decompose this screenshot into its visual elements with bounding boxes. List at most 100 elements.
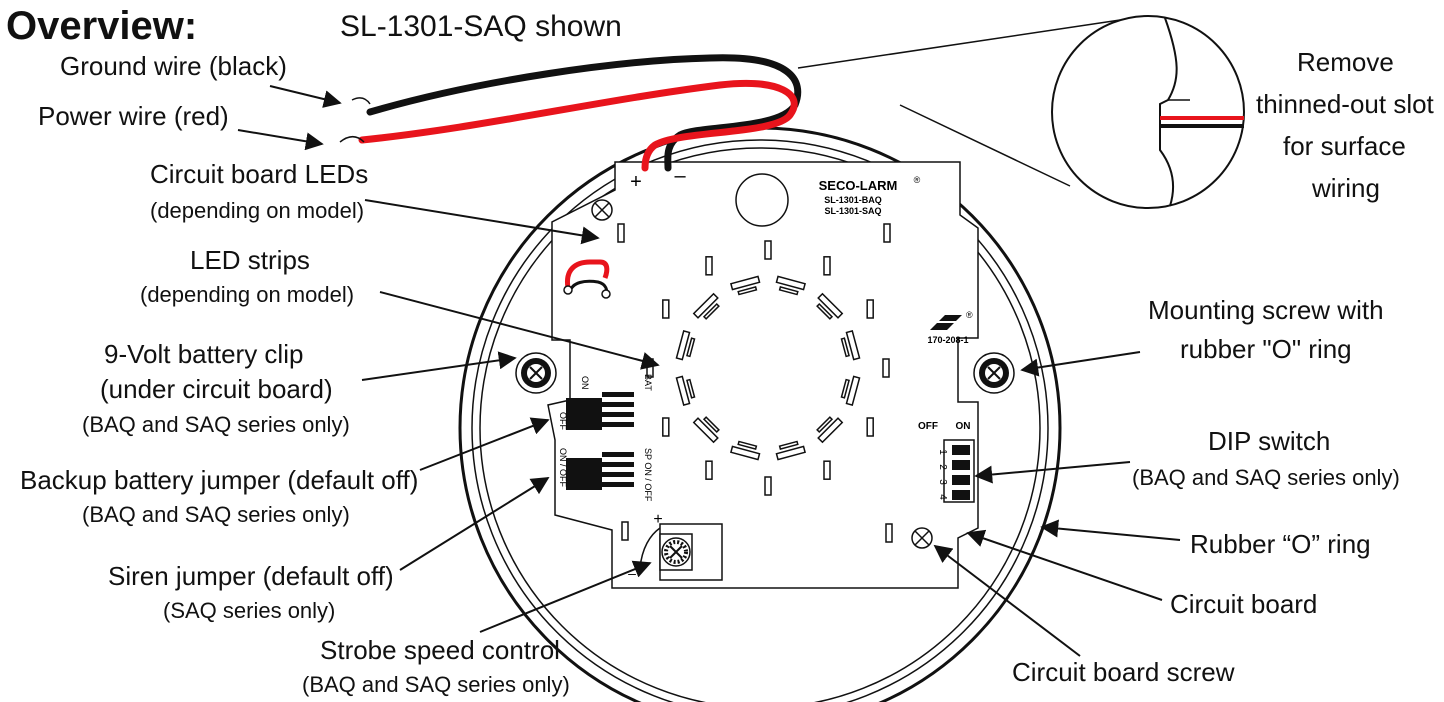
board-on-off-label: ON / OFF — [558, 448, 568, 487]
circuit-led — [621, 521, 629, 541]
label-dip-switch: DIP switch — [1208, 426, 1331, 456]
label-remove-slot-1: Remove — [1297, 47, 1394, 77]
led-strip — [675, 375, 691, 406]
label-battery-clip-sub: (under circuit board) — [100, 374, 333, 404]
label-strobe-control: Strobe speed control — [320, 635, 560, 665]
led-strip — [737, 440, 758, 450]
siren-jumper-shape — [566, 452, 634, 490]
label-remove-slot-4: wiring — [1312, 173, 1380, 203]
led-strip — [816, 416, 834, 434]
label-circuit-board-screw: Circuit board screw — [1012, 657, 1235, 687]
led-strip — [866, 299, 874, 319]
circuit-led — [885, 523, 893, 543]
label-mounting-screw-sub: rubber "O" ring — [1180, 334, 1352, 364]
arrow-battery-clip — [361, 351, 517, 381]
led-strip — [775, 445, 806, 461]
led-strip — [778, 286, 799, 296]
circuit-led — [883, 223, 891, 243]
red-wire — [358, 79, 798, 172]
backup-battery-jumper-shape — [566, 392, 634, 430]
led-lens-hole — [735, 173, 789, 227]
label-ground-wire: Ground wire (black) — [60, 51, 287, 81]
board-model-b: SL-1301-SAQ — [824, 206, 881, 216]
led-strip — [775, 275, 806, 291]
arrow-ground-wire — [269, 85, 342, 108]
label-strobe-control-note: (BAQ and SAQ series only) — [302, 672, 570, 697]
strobe-plus: + — [653, 511, 662, 528]
led-strip — [764, 476, 772, 496]
label-dip-switch-note: (BAQ and SAQ series only) — [1132, 465, 1400, 490]
svg-text:®: ® — [966, 310, 973, 320]
black-wire — [366, 54, 802, 172]
board-model-a: SL-1301-BAQ — [824, 195, 882, 205]
circuit-board-screw-shape — [911, 527, 933, 549]
led-strip — [845, 375, 861, 406]
arrow-strobe-control — [479, 560, 652, 633]
led-strip-ring — [646, 240, 890, 496]
dip-switch-shape — [943, 439, 975, 503]
label-remove-slot-2: thinned-out slot — [1256, 89, 1434, 119]
led-strip — [866, 417, 874, 437]
arrow-dip-switch — [974, 461, 1131, 484]
dip-on-label: ON — [956, 421, 971, 432]
page-title: Overview: — [6, 4, 198, 48]
arrow-rubber-ring — [1040, 519, 1181, 541]
led-strip — [730, 445, 761, 461]
label-backup-jumper: Backup battery jumper (default off) — [20, 465, 419, 495]
battery-clip — [563, 259, 611, 299]
led-strip — [692, 417, 719, 444]
dip-off-label: OFF — [918, 421, 938, 432]
arrow-siren-jumper — [399, 477, 550, 571]
label-mounting-screw: Mounting screw with — [1148, 295, 1384, 325]
led-strip — [686, 378, 696, 399]
led-strip — [737, 286, 758, 296]
label-siren-jumper-note: (SAQ series only) — [163, 598, 336, 623]
arrow-circuit-leds — [364, 199, 600, 245]
board-brand: SECO-LARM — [819, 178, 898, 193]
led-strip — [662, 299, 670, 319]
arrow-led-strips — [379, 291, 660, 370]
led-strip — [692, 292, 719, 319]
label-remove-slot-3: for surface — [1283, 131, 1406, 161]
led-strip — [675, 330, 691, 361]
arrow-power-wire — [237, 129, 324, 151]
led-strip — [702, 416, 720, 434]
board-registered: ® — [914, 175, 921, 185]
label-led-strips: LED strips — [190, 245, 310, 275]
label-circuit-leds: Circuit board LEDs — [150, 159, 369, 189]
board-part-number: 170-208-1 — [927, 335, 968, 345]
label-battery-clip-note: (BAQ and SAQ series only) — [82, 412, 350, 437]
arrow-mounting-screw — [1020, 351, 1141, 377]
led-strip — [702, 302, 720, 320]
board-off-label: OFF — [558, 412, 568, 430]
label-circuit-board: Circuit board — [1170, 589, 1318, 619]
arrow-backup-jumper — [419, 417, 550, 471]
label-backup-jumper-note: (BAQ and SAQ series only) — [82, 502, 350, 527]
led-strip — [816, 302, 834, 320]
dip-number: 4 — [937, 494, 948, 500]
label-circuit-leds-note: (depending on model) — [150, 198, 365, 223]
arrow-circuit-board-screw — [933, 544, 1081, 657]
led-strip — [845, 330, 861, 361]
led-strip — [730, 275, 761, 291]
mounting-screw-right — [973, 352, 1015, 394]
dip-number: 3 — [937, 479, 948, 485]
label-led-strips-note: (depending on model) — [140, 282, 355, 307]
label-siren-jumper: Siren jumper (default off) — [108, 561, 394, 591]
board-sp-on-off-label: SP ON / OFF — [643, 448, 653, 502]
model-shown-caption: SL-1301-SAQ shown — [340, 10, 622, 43]
magnifier-circle — [1051, 15, 1245, 209]
led-strip — [778, 440, 799, 450]
led-strip — [686, 337, 696, 358]
mounting-screw-left — [515, 352, 557, 394]
led-strip — [840, 337, 850, 358]
seco-larm-logo: ® — [930, 310, 973, 330]
dip-number: 1 — [937, 449, 948, 455]
label-rubber-ring: Rubber “O” ring — [1190, 529, 1371, 559]
board-plus: + — [630, 171, 642, 193]
led-strip — [817, 417, 844, 444]
led-strip — [764, 240, 772, 260]
strobe-speed-control-shape — [639, 523, 723, 581]
circuit-led — [617, 223, 625, 243]
